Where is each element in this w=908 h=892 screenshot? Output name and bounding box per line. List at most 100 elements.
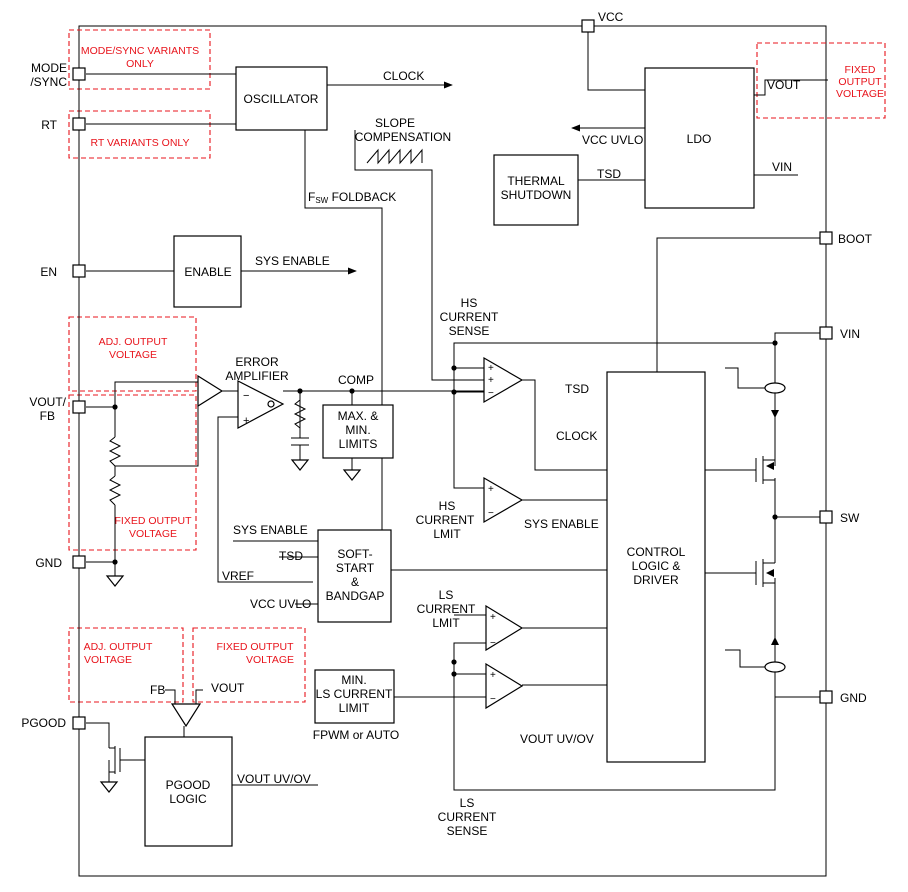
pin-label-gnd-left: GND	[35, 556, 62, 570]
svg-text:−: −	[488, 388, 494, 399]
rt-variant-label: RT VARIANTS ONLY	[91, 137, 190, 149]
ldo-label: LDO	[687, 132, 712, 146]
pin-label-pgood: PGOOD	[21, 716, 66, 730]
ls-sense-label-3: SENSE	[447, 824, 488, 838]
limits-block	[322, 404, 394, 459]
pin-en	[72, 264, 86, 278]
slope-label-1: SLOPE	[375, 116, 415, 130]
ss-vcc-uvlo-label: VCC UVLO	[250, 597, 311, 611]
pin-label-sync: /SYNC	[30, 75, 67, 89]
fixed-vout-label-1: FIXED	[845, 64, 876, 76]
error-amp-label-1: ERROR	[235, 355, 279, 369]
hs-current-limit-comp	[483, 476, 524, 524]
svg-text:+: +	[243, 415, 249, 427]
control-label-3: DRIVER	[633, 573, 679, 587]
tsd-label: TSD	[597, 167, 621, 181]
power-fets	[755, 456, 776, 587]
mode-sync-variant-label-2: ONLY	[126, 58, 154, 70]
svg-text:+: +	[488, 363, 494, 374]
svg-text:+: +	[490, 670, 496, 681]
svg-text:−: −	[243, 390, 249, 402]
pin-mode-sync	[72, 67, 86, 81]
pgood-adj-label-1: ADJ. OUTPUT	[84, 641, 153, 653]
ldo-vin-label: VIN	[772, 160, 792, 174]
softstart-label-4: BANDGAP	[326, 589, 385, 603]
hs-current-transformer	[764, 382, 786, 394]
ls-fet-arrow	[766, 569, 774, 577]
amplifiers	[170, 356, 524, 728]
slope-sawtooth	[366, 148, 423, 165]
pin-label-vcc: VCC	[598, 10, 624, 24]
ls-current-limit-comp	[485, 604, 524, 652]
thermal-shutdown-block	[493, 154, 579, 226]
fb-label: FB	[150, 683, 165, 697]
pin-boot	[819, 231, 833, 245]
ls-limit-label-1: LS	[439, 588, 454, 602]
svg-text:−: −	[490, 638, 496, 649]
mode-sync-variant-region	[68, 29, 211, 90]
ss-sys-enable-label: SYS ENABLE	[233, 523, 308, 537]
control-label-2: LOGIC &	[632, 559, 681, 573]
pgood-fixed-label-1: FIXED OUTPUT	[216, 641, 294, 653]
pin-label-mode: MODE	[31, 61, 67, 75]
pgood-adj-label-2: VOLTAGE	[84, 654, 132, 666]
pin-label-vin: VIN	[840, 327, 860, 341]
thermal-label-1: THERMAL	[507, 174, 565, 188]
pgood-fet	[109, 746, 121, 774]
comp-label: COMP	[338, 373, 374, 387]
vout-buffer	[197, 374, 224, 408]
pin-sw	[819, 510, 833, 524]
pgood-fixed-label-2: VOLTAGE	[246, 654, 294, 666]
ls-min-label-3: LIMIT	[339, 701, 370, 715]
rt-variant-region	[68, 110, 211, 159]
feedback-resistor-bottom	[108, 475, 122, 506]
ground-symbols	[99, 458, 362, 793]
vcc-uvlo-label: VCC UVLO	[582, 133, 643, 147]
error-amplifier	[237, 380, 285, 429]
fixed-vout-label-2: OUTPUT	[838, 76, 882, 88]
fixed-vout-label-3: VOLTAGE	[836, 88, 884, 100]
enable-label: ENABLE	[184, 265, 231, 279]
pin-gnd-right	[819, 690, 833, 704]
fixed-vout-region	[756, 42, 886, 119]
hs-limit-label-1: HS	[439, 499, 456, 513]
svg-text:−: −	[488, 508, 494, 519]
ls-limit-label-2: CURRENT	[417, 602, 476, 616]
control-label-1: CONTROL	[627, 545, 686, 559]
junction-dots	[112, 340, 778, 677]
ctrl-sys-enable-label: SYS ENABLE	[524, 517, 599, 531]
ls-sense-label-1: LS	[460, 796, 475, 810]
pgood-label-1: PGOOD	[166, 778, 211, 792]
sys-enable-label: SYS ENABLE	[255, 254, 330, 268]
hs-limit-label-3: LMIT	[433, 527, 461, 541]
slope-label-2: COMPENSATION	[355, 130, 451, 144]
feedback-resistor-top	[108, 436, 122, 467]
softstart-label-3: &	[351, 575, 359, 589]
pin-gnd-left	[72, 555, 86, 569]
pin-vin	[819, 326, 833, 340]
ctrl-vout-uvov-label: VOUT UV/OV	[520, 732, 594, 746]
vref-label: VREF	[222, 569, 254, 583]
ls-limit-label-3: LMIT	[432, 616, 460, 630]
thermal-label-2: SHUTDOWN	[501, 188, 572, 202]
softstart-label-2: START	[336, 561, 375, 575]
pin-label-gnd-right: GND	[840, 691, 867, 705]
pin-label-en: EN	[40, 265, 57, 279]
pgood-logic-block	[144, 736, 233, 847]
ls-current-arrow	[771, 637, 779, 645]
pin-label-vout: VOUT/	[29, 395, 66, 409]
limits-label-3: LIMITS	[339, 437, 378, 451]
pgood-buffer	[170, 703, 202, 728]
ss-tsd-label: TSD	[279, 549, 303, 563]
oscillator-label: OSCILLATOR	[244, 92, 319, 106]
softstart-label-1: SOFT-	[337, 547, 372, 561]
ldo-vout-label: VOUT	[767, 78, 801, 92]
pin-label-sw: SW	[840, 511, 860, 525]
error-amp-label-2: AMPLIFIER	[225, 369, 289, 383]
amp-polarity-marks: − + + + − + − + − + −	[243, 363, 496, 705]
pin-pgood	[72, 716, 86, 730]
hs-sense-label-1: HS	[461, 296, 478, 310]
wiring	[78, 30, 828, 876]
hs-limit-label-2: CURRENT	[416, 513, 475, 527]
